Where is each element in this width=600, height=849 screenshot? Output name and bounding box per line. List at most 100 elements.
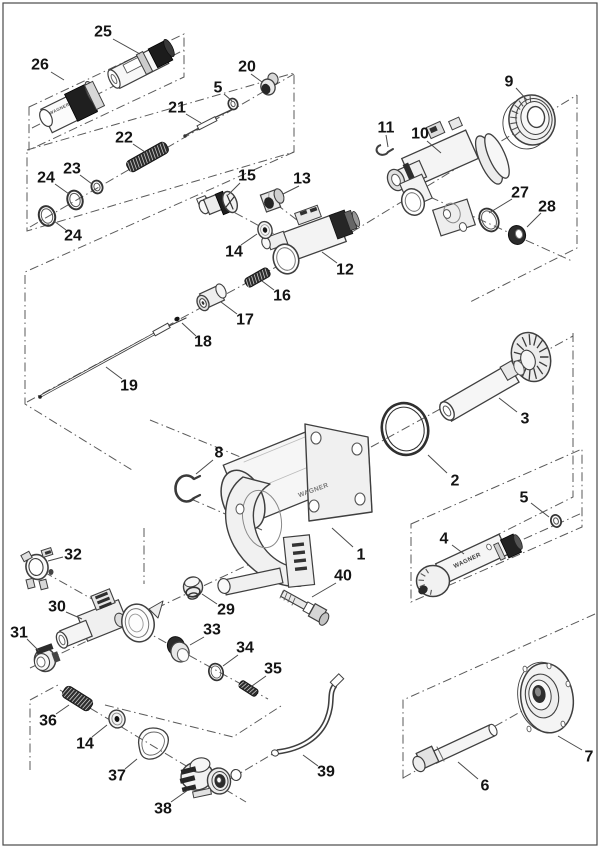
callout-leader-33-28 [189,636,205,646]
assembly-envelope-box-4 [24,151,295,471]
callout-leader-35-30 [251,675,267,687]
callout-number-1-25: 1 [357,547,366,564]
callout-number-31-33: 31 [10,625,28,642]
callout-leader-19-21 [105,366,123,380]
part-head-valve-38 [179,757,242,799]
part-fitting-20 [260,72,279,96]
callout-number-6-41: 6 [481,778,490,795]
callout-leader-32-31 [47,556,64,562]
callout-leader-39-38 [302,754,319,767]
callout-number-38-37: 38 [154,801,172,818]
callout-number-25-0: 25 [94,24,112,41]
callout-leader-5-39 [530,502,550,518]
callout-number-21-4: 21 [168,100,186,117]
callout-leader-11-10 [385,134,389,148]
part-spring-36 [61,685,94,712]
callout-leader-40-26 [311,582,337,598]
callout-number-9-9: 9 [505,74,514,91]
part-piston-3 [439,331,552,422]
callout-number-34-29: 34 [236,640,254,657]
callout-leader-2-23 [427,454,448,474]
part-needle-19 [38,317,187,399]
part-seal-33 [166,636,190,663]
callout-number-7-42: 7 [585,749,594,766]
callout-leader-3-22 [498,397,518,413]
callout-leader-6-41 [457,761,479,780]
part-end-cap-7 [517,661,575,734]
callout-leader-15-15 [227,182,241,196]
callout-number-35-30: 35 [264,661,282,678]
part-washer-14-top [257,220,273,240]
callout-number-24-8: 24 [64,228,82,245]
part-tip-guard-26: WAGNER [39,80,106,134]
callout-leader-14-35 [91,724,108,738]
part-nut-13 [259,188,285,213]
callout-leader-24-7 [54,183,70,195]
callout-number-36-34: 36 [39,713,57,730]
part-spring-35 [238,680,259,697]
part-cap-31 [33,643,61,673]
callout-leader-18-20 [181,322,197,337]
callout-number-29-27: 29 [217,602,235,619]
callout-number-4-40: 4 [440,531,449,548]
part-filter-4: WAGNER [415,533,523,598]
part-bushing-17 [196,283,227,312]
callout-leader-27-12 [488,198,513,214]
callout-number-14-17: 14 [225,244,243,261]
part-washer-5-top [227,97,239,111]
callout-number-27-12: 27 [511,185,529,202]
part-bolt-40 [279,589,330,626]
assembly-envelope-box-6 [410,448,583,603]
callout-leader-37-36 [124,758,138,770]
callout-leader-12-16 [321,251,338,264]
callout-number-20-2: 20 [238,59,256,76]
callout-leader-36-34 [55,704,70,715]
part-ring-24-right [66,189,84,211]
callout-number-40-26: 40 [334,568,352,585]
part-spring-16 [244,267,271,288]
callout-leader-20-2 [250,73,263,83]
callout-number-28-13: 28 [538,199,556,216]
callout-leader-31-33 [26,638,40,652]
assembly-envelope-box-3 [469,95,578,303]
callout-number-22-5: 22 [115,130,133,147]
callout-leader-13-14 [282,185,300,195]
part-ring-24-left [37,205,57,227]
callout-number-8-24: 8 [215,445,224,462]
part-washer-14-bottom [108,709,126,729]
callout-number-5-39: 5 [520,490,529,507]
callout-leader-10-11 [426,140,442,154]
callout-number-32-31: 32 [64,547,82,564]
part-valve-housing-10 [386,116,510,237]
part-pump-housing-1: WAGNER [217,423,373,596]
callout-number-18-20: 18 [194,334,212,351]
callout-number-16-18: 16 [273,288,291,305]
part-clip-11 [375,144,394,156]
part-hose-39 [271,673,345,757]
callout-leader-21-4 [185,113,202,124]
part-grommet-28 [507,225,527,245]
callout-leader-17-19 [220,301,238,315]
assembly-envelope-box-9 [29,684,59,770]
callout-number-2-23: 2 [451,473,460,490]
callout-leader-38-37 [170,789,189,803]
part-ring-23 [90,179,104,195]
assembly-axis-4 [351,94,578,233]
callout-number-24-7: 24 [37,170,55,187]
callout-leader-8-24 [195,459,214,475]
callout-leader-9-9 [515,87,528,101]
callout-leader-16-18 [261,280,275,291]
callout-leader-23-6 [79,174,93,185]
callout-number-23-6: 23 [63,161,81,178]
callout-leader-26-1 [50,71,65,81]
callout-number-39-38: 39 [317,764,335,781]
part-fitting-15 [195,190,239,216]
assembly-envelope-box-7 [402,613,596,780]
part-ball-18 [174,316,180,322]
callout-leader-34-29 [222,654,239,667]
callout-number-19-21: 19 [120,378,138,395]
